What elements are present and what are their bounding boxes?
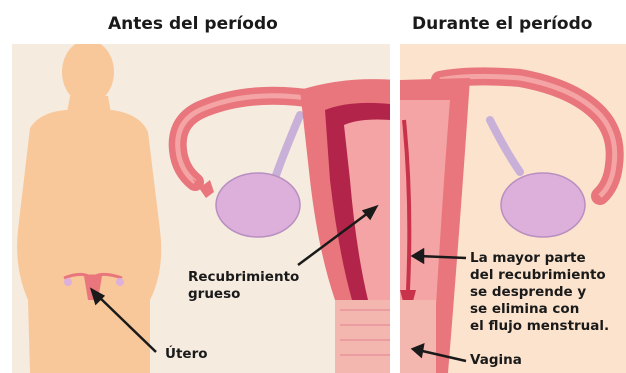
shed-line-3: se desprende y xyxy=(470,284,587,300)
leader-lines xyxy=(89,204,467,363)
shed-line-5: el flujo menstrual. xyxy=(470,318,610,334)
label-thick-lining: Recubrimiento grueso xyxy=(188,269,299,303)
shed-line-4: se elimina con xyxy=(470,301,580,317)
shed-line-1: La mayor parte xyxy=(470,250,586,266)
label-vagina: Vagina xyxy=(470,352,522,368)
label-uterus: Útero xyxy=(165,346,208,362)
title-before-period: Antes del período xyxy=(108,14,278,34)
label-thick-lining-line2: grueso xyxy=(188,286,241,302)
uterus-during xyxy=(400,67,624,373)
uterus-before xyxy=(168,79,390,373)
title-during-period: Durante el período xyxy=(412,14,593,34)
label-thick-lining-line1: Recubrimiento xyxy=(188,269,300,285)
body-silhouette xyxy=(17,44,162,373)
label-shedding-description: La mayor parte del recubrimiento se desp… xyxy=(470,250,609,335)
shed-line-2: del recubrimiento xyxy=(470,267,606,283)
